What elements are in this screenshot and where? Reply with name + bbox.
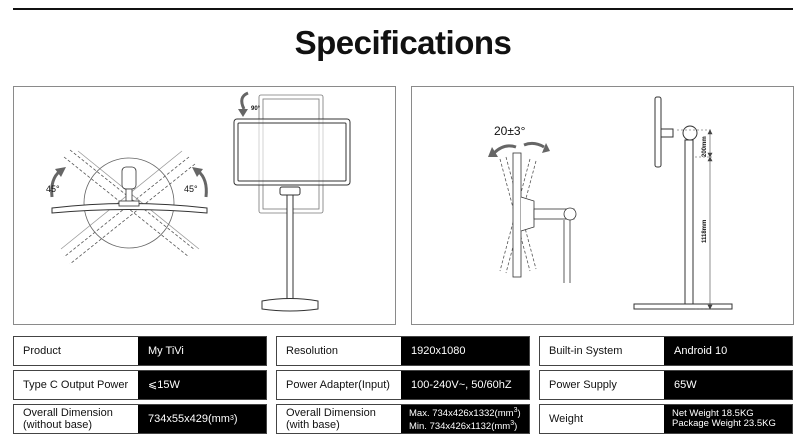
spec-value: 65W [664, 371, 792, 399]
spec-output-power: Type C Output Power ⩽15W [13, 370, 267, 400]
spec-value: Net Weight 18.5KG Package Weight 23.5KG [664, 405, 792, 433]
spec-dimension-with-base: Overall Dimension (with base) Max. 734x4… [276, 404, 530, 434]
spec-resolution: Resolution 1920x1080 [276, 336, 530, 366]
max-dimension-text: Max. 734x426x1332(mm [409, 408, 514, 419]
spec-value-max: Max. 734x426x1332(mm3) [409, 406, 521, 419]
unit-superscript: 3 [513, 407, 518, 414]
rotation-diagram: 45° 45° 90° [46, 91, 351, 312]
tilt-angle-label: 20±3° [494, 124, 526, 138]
spec-label: Product [14, 337, 138, 365]
spec-value: Android 10 [664, 337, 792, 365]
rotate-label: 90° [251, 106, 261, 112]
diagram-panel-tilt: 20±3° [411, 86, 794, 325]
unit-superscript: 3 [510, 420, 515, 427]
spec-label: Weight [540, 405, 664, 433]
spec-label: Overall Dimension (with base) [277, 405, 401, 433]
spec-label: Power Adapter(Input) [277, 371, 401, 399]
spec-dimension-without-base: Overall Dimension (without base) 734x55x… [13, 404, 267, 434]
tilt-diagram: 20±3° [488, 96, 733, 310]
spec-value: 100-240V~, 50/60hZ [401, 371, 529, 399]
min-dimension-text: Min. 734x426x1132(mm [409, 421, 511, 432]
spec-value: 1920x1080 [401, 337, 529, 365]
page-title: Specifications [294, 24, 512, 61]
spec-label-line2: (without base) [23, 419, 93, 431]
spec-value-min: Min. 734x426x1132(mm3) [409, 419, 517, 432]
spec-label: Type C Output Power [14, 371, 138, 399]
max-dimension-end: ) [517, 408, 521, 419]
spec-label: Power Supply [540, 371, 664, 399]
tilt-left-label: 45° [46, 184, 60, 194]
tilt-right-label: 45° [184, 184, 198, 194]
spec-value: Max. 734x426x1332(mm3) Min. 734x426x1132… [401, 405, 529, 433]
spec-label-line2: (with base) [286, 419, 340, 431]
spec-value: My TiVi [138, 337, 266, 365]
spec-label: Built-in System [540, 337, 664, 365]
spec-label-line1: Overall Dimension [23, 407, 113, 419]
net-weight-text: Net Weight 18.5KG [672, 408, 754, 419]
diagram-panel-rotation: 45° 45° 90° [13, 86, 396, 325]
spec-weight: Weight Net Weight 18.5KG Package Weight … [539, 404, 793, 434]
spec-label-line1: Overall Dimension [286, 407, 376, 419]
package-weight-text: Package Weight 23.5KG [672, 418, 776, 429]
min-dimension-end: ) [514, 421, 518, 432]
dimension-1118-label: 1118mm [702, 220, 708, 243]
spec-label: Overall Dimension (without base) [14, 405, 138, 433]
spec-label: Resolution [277, 337, 401, 365]
spec-product: Product My TiVi [13, 336, 267, 366]
spec-value-end: ) [233, 413, 238, 425]
unit-superscript: 3 [229, 415, 234, 422]
spec-power-supply: Power Supply 65W [539, 370, 793, 400]
dimension-200-label: 200mm [702, 136, 708, 157]
spec-system: Built-in System Android 10 [539, 336, 793, 366]
spec-value-text: 734x55x429(mm [148, 413, 230, 425]
spec-value: ⩽15W [138, 371, 266, 399]
spec-power-adapter: Power Adapter(Input) 100-240V~, 50/60hZ [276, 370, 530, 400]
top-rule [13, 8, 793, 10]
